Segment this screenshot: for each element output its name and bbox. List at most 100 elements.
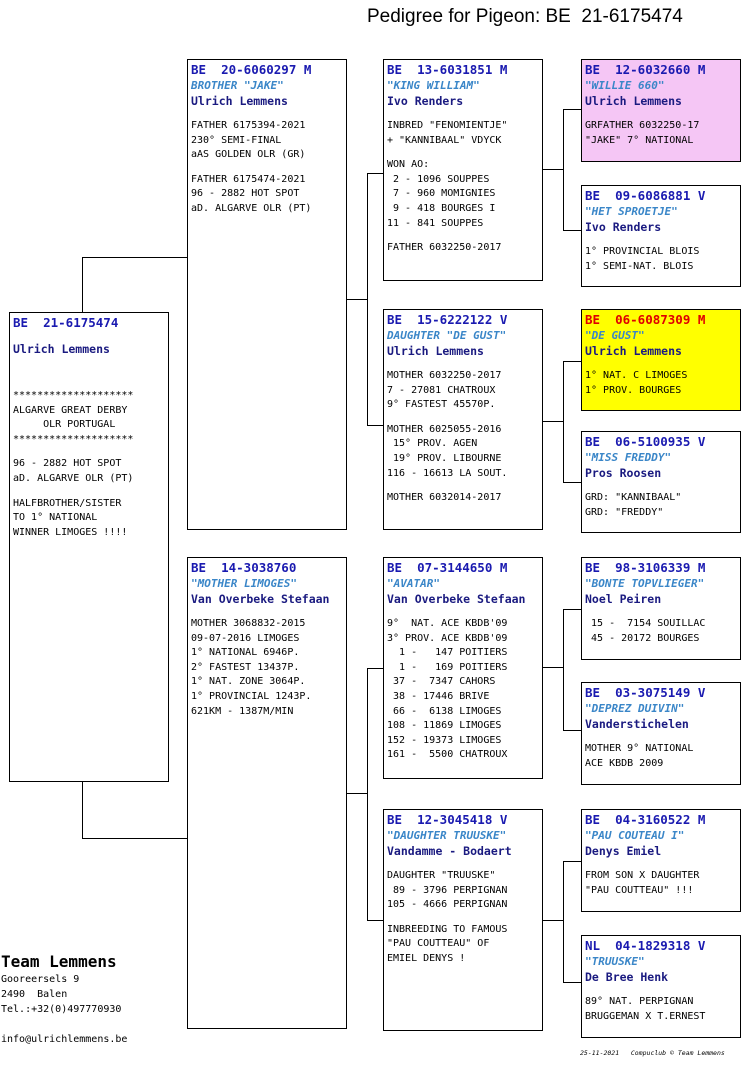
note-line: 230° SEMI-FINAL [191,134,282,146]
connector-line [563,361,564,482]
pigeon-nickname: DAUGHTER "DE GUST" [387,329,507,342]
ancestor-card-fmf[interactable]: BE 06-6087309 M "DE GUST" Ulrich Lemmens… [581,309,741,411]
note-line: 2 - 1096 SOUPPES [387,173,490,185]
page-title: Pedigree for Pigeon: BE 21-6175474 [367,6,683,27]
note-line: 116 - 16613 LA SOUT. [387,467,508,479]
note-line: GRFATHER 6032250-17 [585,120,700,131]
connector-line [563,609,581,610]
maternal-grandfather-card[interactable]: BE 07-3144650 M "AVATAR" Van Overbeke St… [383,557,543,779]
note-line: + "KANNIBAAL" VDYCK [387,134,502,146]
note-line: 96 - 2882 HOT SPOT [191,188,300,200]
ancestor-card-ffm[interactable]: BE 09-6086881 V "HET SPROETJE" Ivo Rende… [581,185,741,287]
subject-card[interactable]: BE 21-6175474 Ulrich Lemmens ***********… [9,312,169,782]
note-line: MOTHER 9° NATIONAL [585,743,694,754]
owner-name: De Bree Henk [585,970,669,984]
note-line: 89° NAT. PERPIGNAN [585,996,694,1007]
note-line: MOTHER 3068832-2015 [191,618,306,629]
note-line: FATHER 6175394-2021 [191,120,306,131]
mother-card[interactable]: BE 14-3038760 "MOTHER LIMOGES" Van Overb… [187,557,347,1029]
note-line: 152 - 19373 LIMOGES [387,734,502,746]
pigeon-nickname: "DEPREZ DUIVIN" [585,702,685,715]
owner-name: Ivo Renders [387,94,464,108]
note-line: 37 - 7347 CAHORS [387,676,496,688]
connector-line [542,667,564,668]
ancestor-card-fff[interactable]: BE 12-6032660 M "WILLIE 660" Ulrich Lemm… [581,59,741,162]
note-line: MOTHER 6032250-2017 [387,370,502,381]
note-line: 1° PROVINCIAL 1243P. [191,690,312,702]
team-email[interactable]: info@ulrichlemmens.be [1,1034,128,1045]
note-line: aAS GOLDEN OLR (GR) [191,149,306,161]
connector-line [542,920,564,921]
connector-line [82,782,83,838]
ring-number: NL 04-1829318 V [585,938,706,953]
ring-number: BE 07-3144650 M [387,560,508,575]
ring-number: BE 12-3045418 V [387,812,508,827]
maternal-grandmother-card[interactable]: BE 12-3045418 V "DAUGHTER TRUUSKE" Vanda… [383,809,543,1031]
connector-line [82,838,188,839]
team-phone: Tel.:+32(0)497770930 [1,1004,122,1015]
paternal-grandmother-card[interactable]: BE 15-6222122 V DAUGHTER "DE GUST" Ulric… [383,309,543,530]
note-line: "PAU COUTTEAU" !!! [585,884,694,896]
note-line: WON AO: [387,159,430,171]
note-line: aD. ALGARVE OLR (PT) [191,202,312,214]
note-line: 1° PROVINCIAL BLOIS [585,246,700,257]
owner-name: Ulrich Lemmens [585,344,682,358]
owner-name: Vandamme - Bodaert [387,844,512,858]
ancestor-card-mfm[interactable]: BE 03-3075149 V "DEPREZ DUIVIN" Vanderst… [581,682,741,785]
note-line: 1° NAT. C LIMOGES [585,370,688,381]
ancestor-card-fmm[interactable]: BE 06-5100935 V "MISS FREDDY" Pros Roose… [581,431,741,533]
father-card[interactable]: BE 20-6060297 M BROTHER "JAKE" Ulrich Le… [187,59,347,530]
connector-line [542,421,564,422]
pigeon-nickname: "MISS FREDDY" [585,451,672,464]
note-line: WINNER LIMOGES !!!! [13,526,128,538]
connector-line [367,173,383,174]
owner-name: Ulrich Lemmens [191,94,288,108]
team-city: 2490 Balen [1,989,68,1000]
pigeon-nickname: "TRUUSKE" [585,955,645,968]
connector-line [542,169,564,170]
connector-line [563,730,581,731]
pigeon-nickname: "WILLIE 660" [585,79,665,92]
note-line: 09-07-2016 LIMOGES [191,632,300,644]
owner-name: Pros Roosen [585,466,662,480]
note-line: 15 - 7154 SOUILLAC [585,618,706,629]
note-line: ALGARVE GREAT DERBY [13,404,128,416]
ring-number: BE 06-6087309 M [585,312,706,327]
footer-credit: 25-11-2021 Compuclub © Team Lemmens [580,1049,725,1057]
ancestor-card-mff[interactable]: BE 98-3106339 M "BONTE TOPVLIEGER" Noel … [581,557,741,660]
note-line: 108 - 11869 LIMOGES [387,720,502,732]
ring-number: BE 14-3038760 [191,560,297,575]
note-line: OLR PORTUGAL [13,419,116,431]
note-line: GRD: "KANNIBAAL" [585,492,682,503]
note-line: 1° SEMI-NAT. BLOIS [585,260,694,272]
connector-line [346,793,368,794]
owner-name: Ulrich Lemmens [387,344,484,358]
ring-number: BE 21-6175474 [13,315,119,330]
note-line: aD. ALGARVE OLR (PT) [13,472,134,484]
pigeon-nickname: "AVATAR" [387,577,440,590]
note-line: TO 1° NATIONAL [13,512,98,524]
note-line: 45 - 20172 BOURGES [585,632,700,644]
note-line: 1 - 147 POITIERS [387,647,508,659]
note-line: 621KM - 1387M/MIN [191,705,294,717]
pigeon-nickname: "KING WILLIAM" [387,79,480,92]
connector-line [563,861,581,862]
team-name: Team Lemmens [1,952,117,971]
note-line: FATHER 6032250-2017 [387,242,502,254]
note-line: 1° NATIONAL 6946P. [191,647,300,659]
connector-line [563,109,581,110]
owner-name: Noel Peiren [585,592,662,606]
paternal-grandfather-card[interactable]: BE 13-6031851 M "KING WILLIAM" Ivo Rende… [383,59,543,281]
ancestor-card-mmf[interactable]: BE 04-3160522 M "PAU COUTEAU I" Denys Em… [581,809,741,912]
connector-line [346,299,368,300]
note-line: 89 - 3796 PERPIGNAN [387,884,508,896]
connector-line [367,425,383,426]
note-line: 96 - 2882 HOT SPOT [13,458,122,470]
pigeon-nickname: "HET SPROETJE" [585,205,678,218]
connector-line [367,668,383,669]
note-line: 1° PROV. BOURGES [585,384,682,396]
ancestor-card-mmm[interactable]: NL 04-1829318 V "TRUUSKE" De Bree Henk 8… [581,935,741,1038]
ring-number: BE 09-6086881 V [585,188,706,203]
note-line: MOTHER 6032014-2017 [387,492,502,504]
ring-number: BE 12-6032660 M [585,62,706,77]
